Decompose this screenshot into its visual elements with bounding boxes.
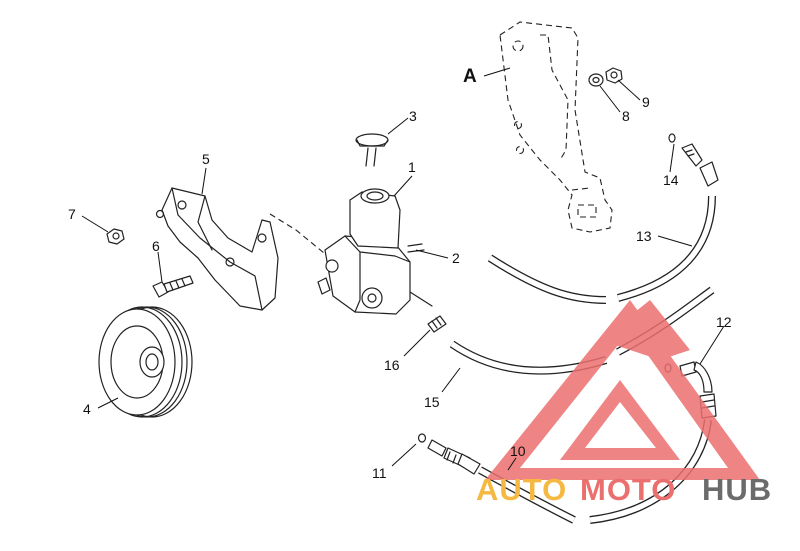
fitting-16	[427, 315, 447, 333]
bolt-6	[152, 275, 194, 298]
callout-4: 4	[83, 401, 91, 417]
callout-5: 5	[202, 151, 210, 167]
alignment-line	[269, 213, 336, 263]
callout-15: 15	[424, 394, 440, 410]
leader-lines	[81, 67, 725, 471]
watermark-text-hub: HUB	[702, 472, 772, 507]
callout-13: 13	[636, 228, 652, 244]
washer-7	[155, 209, 165, 219]
callout-1: 1	[408, 159, 416, 175]
callout-14: 14	[663, 172, 679, 188]
pump-1	[317, 188, 433, 315]
callout-6: 6	[152, 238, 160, 254]
callout-a: A	[463, 66, 477, 87]
pulley-4	[98, 306, 193, 418]
watermark-text-moto: MOTO	[580, 472, 676, 507]
callout-16: 16	[384, 357, 400, 373]
callout-7: 7	[68, 206, 76, 222]
bracket-a	[499, 21, 613, 233]
callout-10: 10	[510, 443, 526, 459]
nut-7	[106, 228, 125, 245]
o-ring-14	[668, 133, 676, 143]
fitting-12	[679, 361, 717, 419]
watermark-logo	[485, 300, 760, 480]
hose-13	[487, 195, 716, 304]
fitting-14	[681, 143, 719, 187]
washer-8	[588, 73, 604, 87]
o-ring-11	[417, 433, 427, 443]
reservoir-cap-3	[355, 133, 389, 167]
callout-labels: 1 2 3 4 5 6 7 8 9 10 11 12 13 14 15 16 A	[68, 66, 732, 481]
nut-9	[605, 67, 623, 84]
callout-8: 8	[622, 108, 630, 124]
watermark-text-auto: AUTO	[476, 472, 567, 507]
callout-3: 3	[409, 108, 417, 124]
callout-9: 9	[642, 94, 650, 110]
callout-2: 2	[452, 250, 460, 266]
callout-11: 11	[372, 465, 387, 481]
callout-12: 12	[716, 314, 732, 330]
fitting-10	[427, 439, 481, 475]
bracket-5	[161, 187, 279, 311]
